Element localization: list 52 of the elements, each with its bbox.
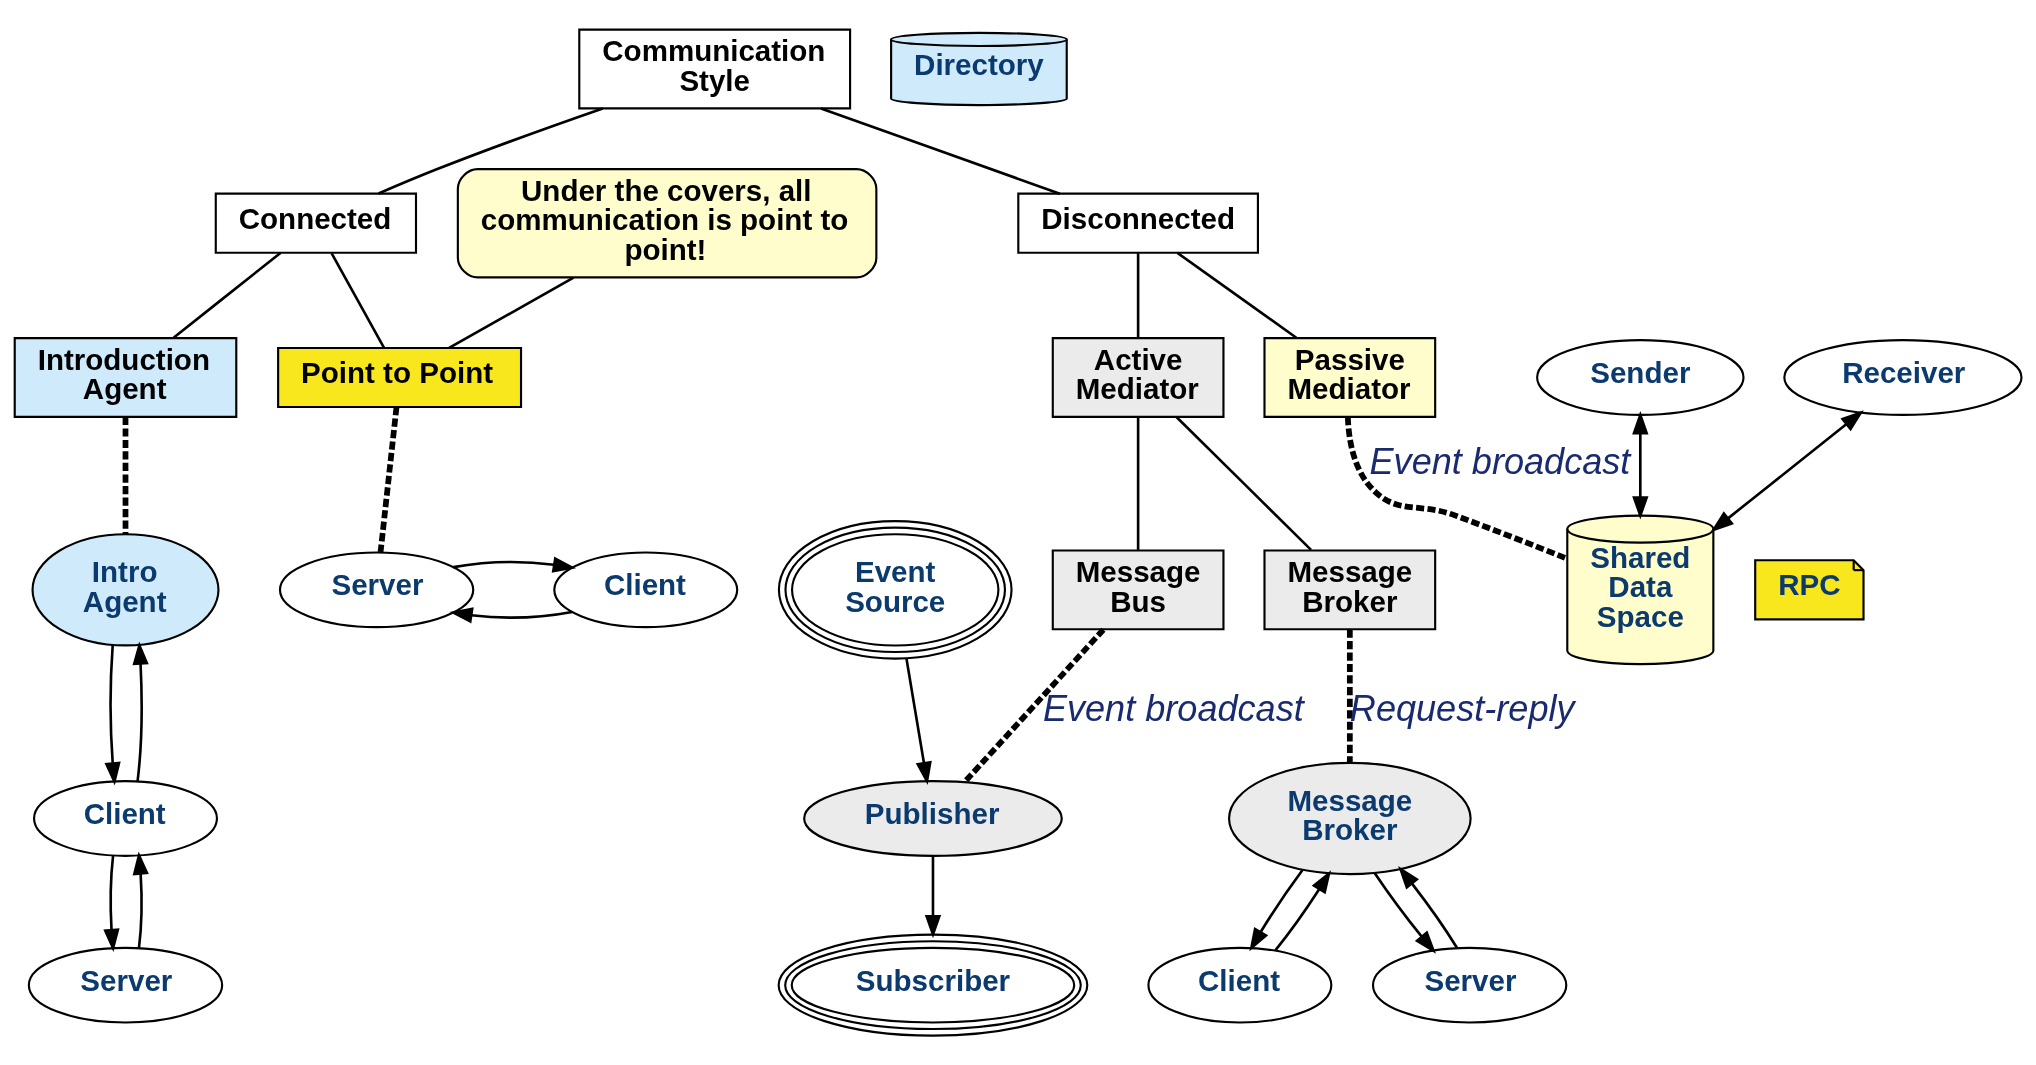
connector xyxy=(122,417,129,535)
node-box: Message Broker xyxy=(1263,549,1437,631)
node-ellipse: Client xyxy=(33,780,218,857)
node-box: Point to Point xyxy=(277,346,523,409)
connector xyxy=(378,107,604,195)
arrow xyxy=(449,607,573,624)
arrow xyxy=(924,856,942,939)
node-ellipse: Message Broker xyxy=(1228,761,1472,876)
arrow xyxy=(132,641,149,782)
arrow xyxy=(1373,872,1436,954)
node-box: Communication Style xyxy=(578,28,852,110)
node-box: Message Bus xyxy=(1051,549,1225,631)
edge-label: Request-reply xyxy=(1349,688,1575,730)
arrow xyxy=(1274,870,1332,952)
node-ellipse: Subscriber xyxy=(777,933,1089,1037)
node-ellipse: Client xyxy=(1147,946,1333,1024)
arrow xyxy=(1710,410,1864,533)
connector xyxy=(1136,417,1140,550)
edge-label: Event broadcast xyxy=(1369,440,1631,482)
arrow xyxy=(453,556,577,573)
node-box: Connected xyxy=(214,192,418,254)
connector xyxy=(820,107,1061,195)
connector xyxy=(1346,629,1353,763)
node-ellipse: Event Source xyxy=(777,520,1013,660)
connector xyxy=(330,252,386,349)
connector xyxy=(172,251,282,339)
arrow xyxy=(905,658,932,786)
arrow xyxy=(104,645,121,786)
node-box: Under the covers, all communication is point to point! xyxy=(456,168,878,279)
connector xyxy=(377,407,400,553)
node-box: Passive Mediator xyxy=(1263,337,1437,418)
arrow xyxy=(1398,866,1459,949)
node-ellipse: Server xyxy=(27,946,224,1024)
node-box: Disconnected xyxy=(1017,192,1259,254)
connector xyxy=(1344,417,1569,562)
arrow xyxy=(1632,411,1649,520)
edge-label: Event broadcast xyxy=(1042,688,1304,730)
arrow xyxy=(1249,869,1304,952)
node-ellipse: Publisher xyxy=(803,780,1063,857)
node-ellipse: Receiver xyxy=(1783,339,2023,416)
arrow xyxy=(132,851,149,949)
node-box: Active Mediator xyxy=(1051,337,1225,418)
connector xyxy=(448,276,575,350)
connector xyxy=(1136,253,1140,338)
connector xyxy=(962,627,1106,785)
node-ellipse: Intro Agent xyxy=(31,533,220,647)
connector xyxy=(1176,251,1298,339)
connector xyxy=(1175,416,1312,551)
node-ellipse: Server xyxy=(1371,946,1568,1024)
node-box: Introduction Agent xyxy=(13,337,238,418)
arrow xyxy=(103,855,120,953)
node-ellipse: Sender xyxy=(1536,339,1745,416)
